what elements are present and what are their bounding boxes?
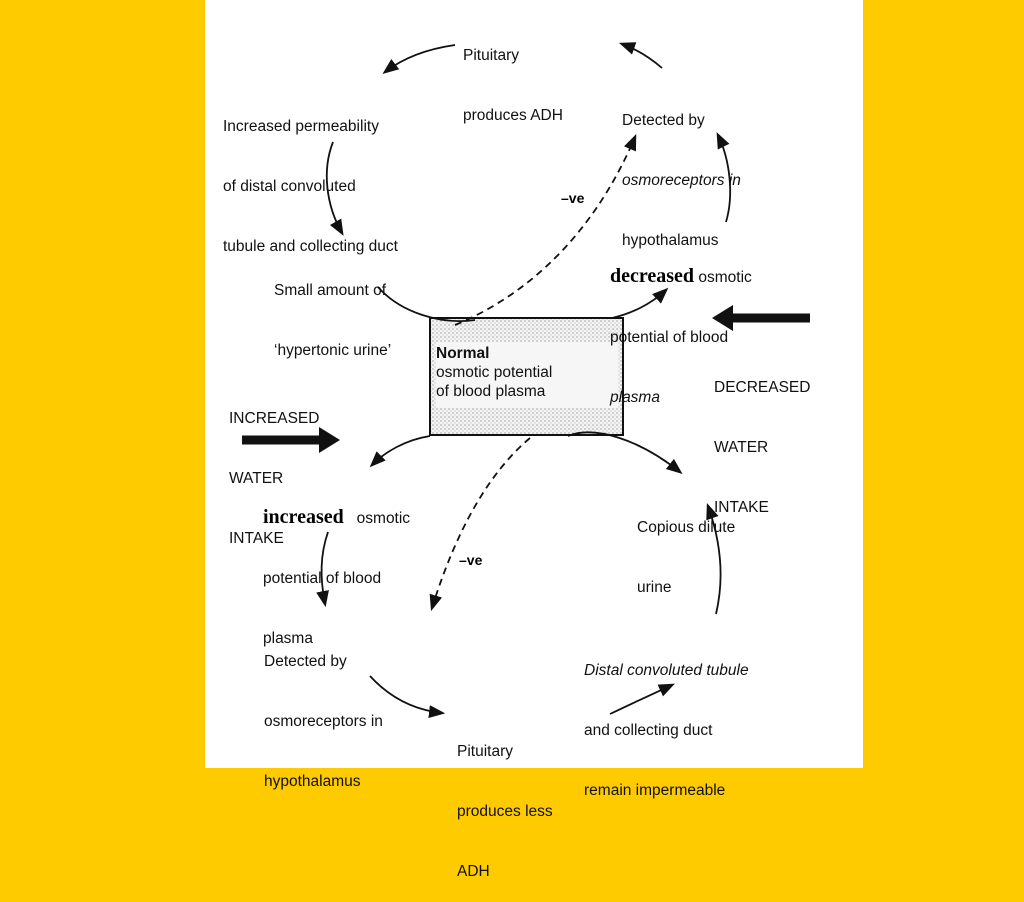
normal-box-line-2: of blood plasma xyxy=(436,383,546,400)
normal-box-line-1: osmotic potential xyxy=(436,364,553,381)
arrow-top-detected-to-pituitary xyxy=(618,42,663,69)
arrow-increased-water-intake-head xyxy=(319,427,340,453)
arrow-top-permeability-to-small-urine xyxy=(325,141,344,236)
arrow-top-decreased-to-detected xyxy=(716,132,731,223)
top-detected-label: Detected by osmoreceptors in hypothalamu… xyxy=(622,112,741,249)
bottom-increased-osmotic-label: increased osmotic potential of blood pla… xyxy=(263,506,411,647)
top-small-urine-label: Small amount of ‘hypertonic urine’ xyxy=(274,282,392,359)
arc-bottom-box-to-copious xyxy=(567,431,683,475)
bottom-distal-label: Distal convoluted tubule and collecting … xyxy=(584,662,749,799)
arrow-bottom-increased-to-detected xyxy=(316,531,329,608)
arrow-bottom-pituitary-to-distal xyxy=(609,683,675,715)
top-permeability-label: Increased permeability of distal convolu… xyxy=(223,118,398,255)
arrow-decreased-water-intake-head xyxy=(712,305,733,331)
bottom-detected-label: Detected by osmoreceptors in hypothalamu… xyxy=(264,653,383,790)
arrow-bottom-detected-to-pituitary xyxy=(369,675,446,719)
dashed-top-negative-feedback xyxy=(454,134,637,326)
normal-box-text: Normal osmotic potential of blood plasma xyxy=(436,344,624,401)
arrow-bottom-distal-to-copious xyxy=(706,502,722,615)
feedback-diagram xyxy=(242,42,810,719)
top-pituitary-label: Pituitary produces ADH xyxy=(463,47,563,124)
normal-box-title: Normal xyxy=(436,345,490,362)
top-negative-label: –ve xyxy=(561,190,585,206)
decreased-water-intake-label: DECREASED WATER INTAKE xyxy=(714,379,811,516)
arrow-top-box-to-decreased xyxy=(611,287,669,319)
bottom-negative-label: –ve xyxy=(459,552,483,568)
arrow-bottom-box-to-increased xyxy=(369,435,431,468)
top-decreased-osmotic-label: decreased osmotic potential of blood pla… xyxy=(610,265,752,406)
dashed-bottom-negative-feedback xyxy=(429,437,531,612)
normal-box-label-bg xyxy=(436,342,618,408)
arc-top-small-urine-to-box xyxy=(377,286,476,322)
bottom-pituitary-label: Pituitary produces less ADH xyxy=(457,743,553,880)
bottom-copious-label: Copious dilute urine xyxy=(637,519,736,596)
increased-water-intake-label: INCREASED WATER INTAKE xyxy=(229,410,320,547)
arrow-top-pituitary-to-permeability xyxy=(382,44,456,74)
